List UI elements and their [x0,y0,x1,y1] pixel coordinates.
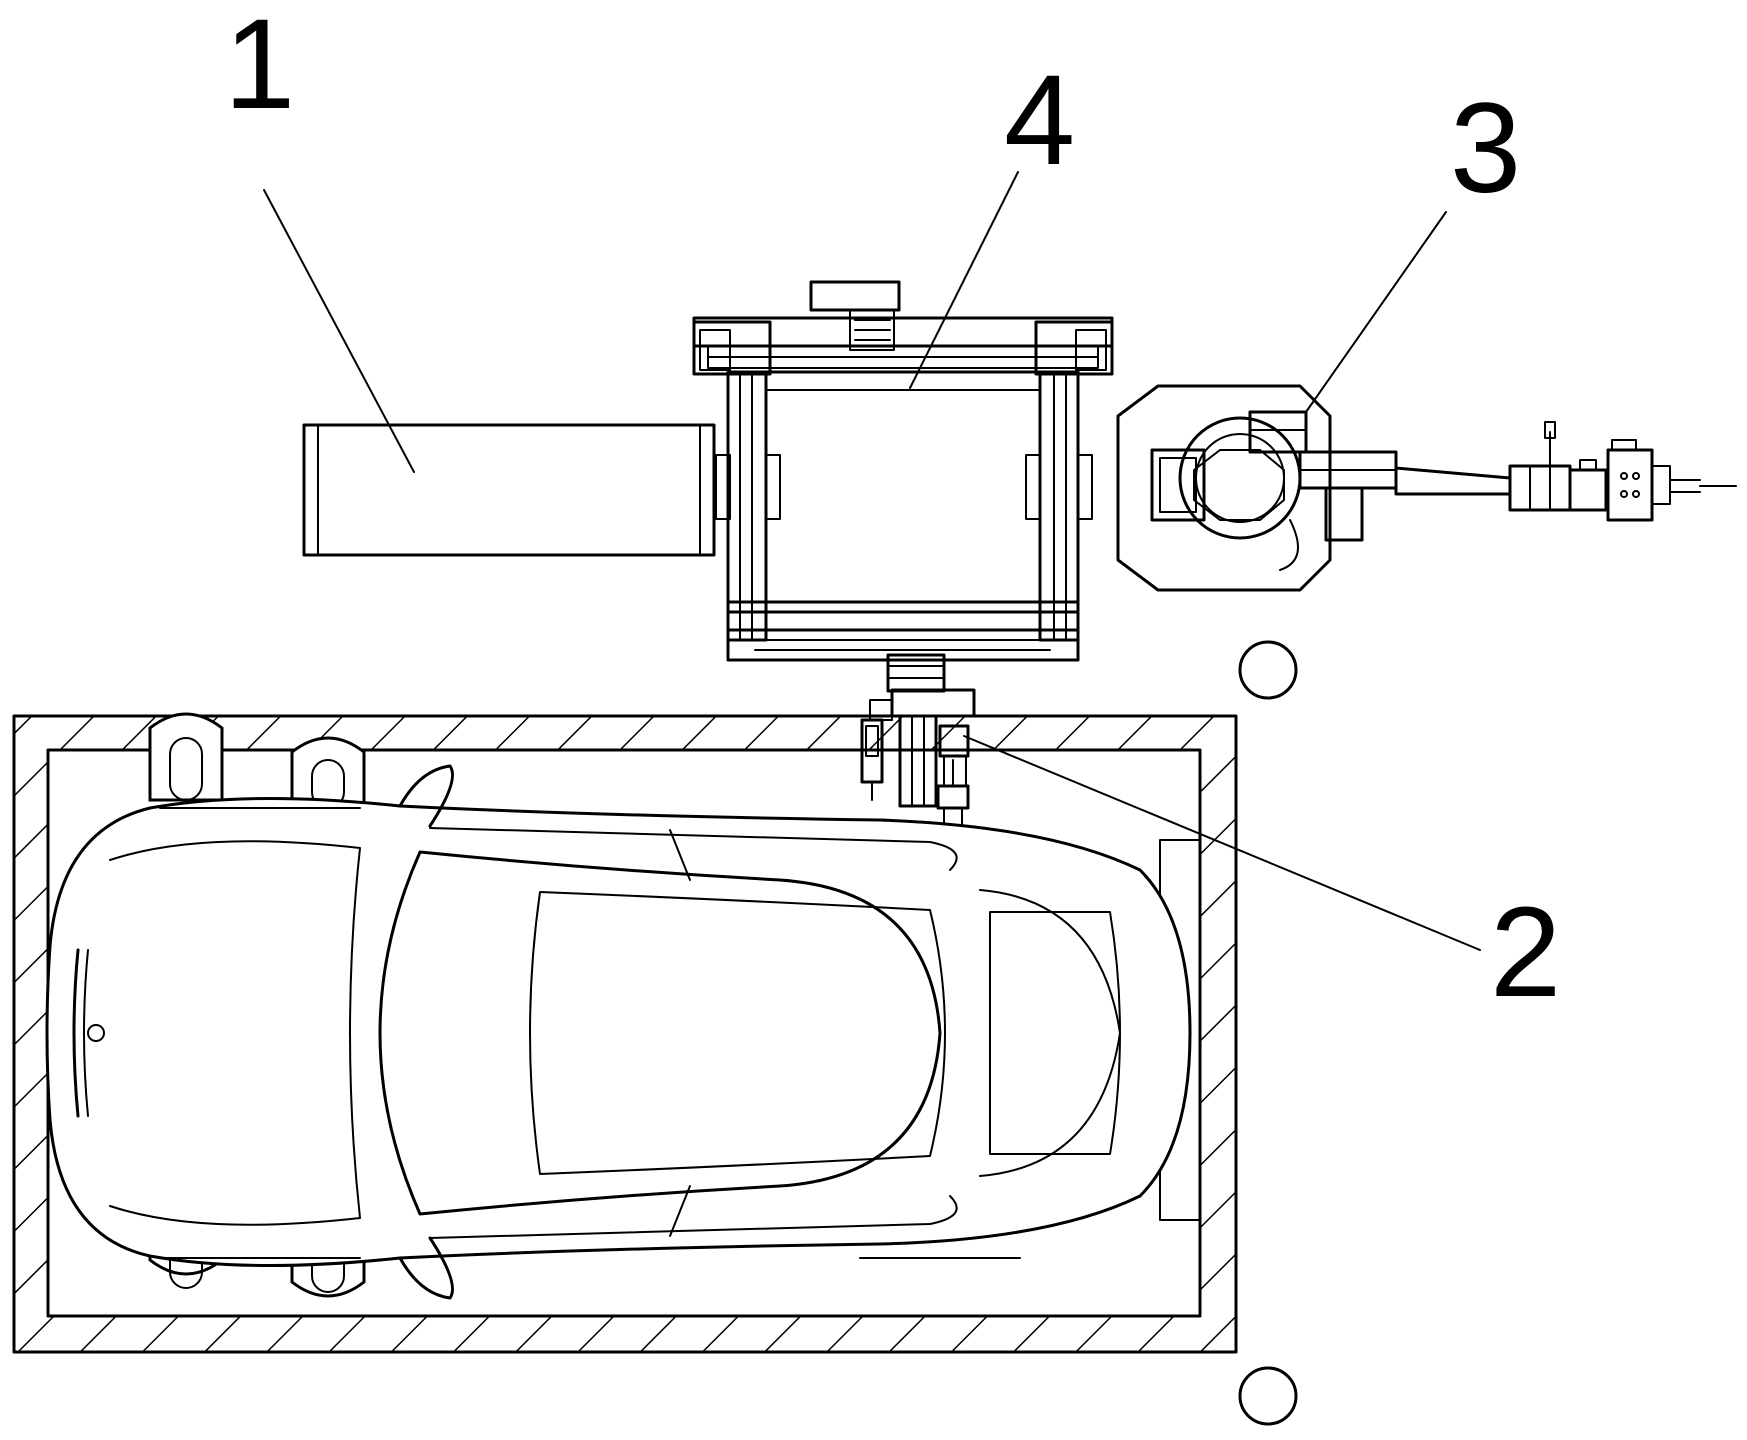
reference-numeral-2: 2 [1490,881,1561,1024]
leader-line-2 [963,735,1481,951]
leader-line-1 [263,189,415,473]
reference-circle-lower [1238,1366,1298,1426]
component-1-box [302,423,716,557]
reference-numeral-1: 1 [224,0,295,136]
reference-numeral-3: 3 [1450,77,1521,220]
component-3-robot [1116,384,1737,592]
leader-lines [263,171,1481,951]
reference-numeral-4: 4 [1004,49,1075,192]
component-2-tool-head [860,688,976,833]
leader-line-4 [909,171,1019,389]
reference-circle-upper [1238,640,1298,700]
car-top-view [45,764,1192,1300]
leader-line-3 [1305,211,1447,413]
component-4-gantry [692,280,1114,693]
